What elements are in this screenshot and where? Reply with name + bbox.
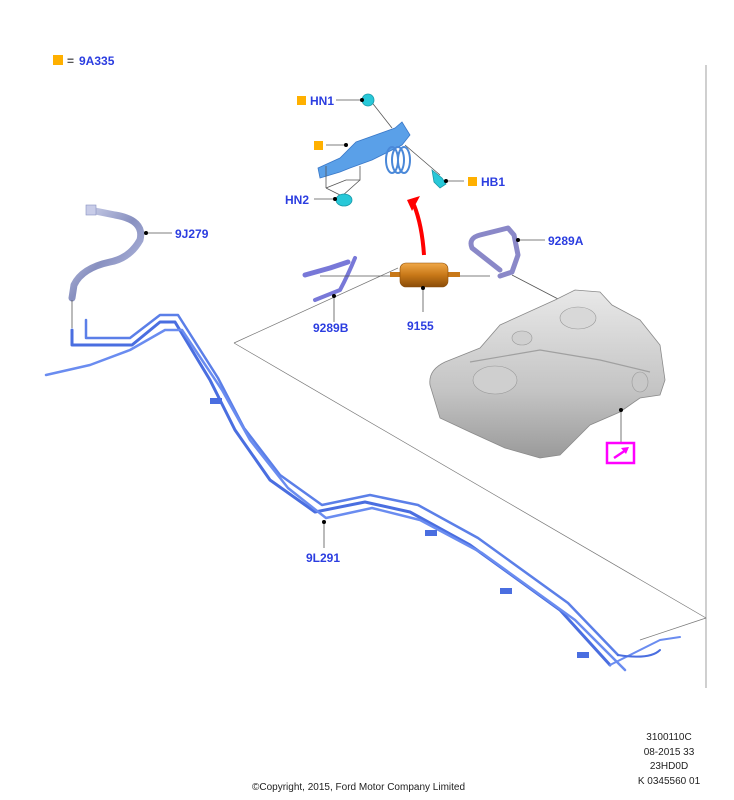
drawing-codes: 3100110C 08-2015 33 23HD0D K 0345560 01 bbox=[614, 731, 724, 789]
copyright-notice: ©Copyright, 2015, Ford Motor Company Lim… bbox=[252, 782, 466, 793]
frame-pipe-line bbox=[639, 617, 707, 641]
frame-top-line bbox=[233, 267, 399, 344]
callout-9j279: 9J279 bbox=[175, 227, 209, 241]
fastener-hn2: HN2 bbox=[285, 179, 361, 207]
arrow-reference-icon[interactable] bbox=[605, 441, 636, 465]
drawing-reference-code: K 0345560 01 bbox=[637, 775, 701, 787]
callout-hn1: HN1 bbox=[310, 94, 334, 108]
bracket-assembly: HN1 HN2 HB1 bbox=[285, 93, 505, 207]
legend-part-number: 9A335 bbox=[79, 54, 115, 68]
fuel-filter-9155: 9155 bbox=[390, 262, 490, 333]
callout-9289b: 9289B bbox=[313, 321, 349, 335]
hose-9289a: 9289A bbox=[468, 225, 584, 301]
callout-bracket bbox=[314, 141, 361, 189]
fuel-tank bbox=[429, 289, 666, 459]
hose-9289b: 9289B bbox=[302, 256, 398, 335]
drawing-code: 3100110C bbox=[646, 732, 692, 743]
legend: = 9A335 bbox=[53, 54, 115, 68]
callout-hn2: HN2 bbox=[285, 193, 309, 207]
filler-pipe-9j279: 9J279 bbox=[68, 204, 209, 328]
frame-lines bbox=[233, 65, 707, 688]
drawing-date-code: 08-2015 33 bbox=[643, 746, 695, 758]
callout-9289a: 9289A bbox=[548, 234, 584, 248]
callout-9155: 9155 bbox=[407, 319, 434, 333]
bolt-hb1: HB1 bbox=[431, 169, 505, 189]
drawing-model-code: 23HD0D bbox=[649, 761, 689, 772]
callout-9l291: 9L291 bbox=[306, 551, 340, 565]
spring-coil bbox=[385, 146, 411, 174]
fuel-lines-9l291: 9L291 bbox=[44, 313, 681, 672]
legend-equals: = bbox=[67, 54, 74, 68]
callout-hb1: HB1 bbox=[481, 175, 505, 189]
bracket bbox=[317, 121, 411, 179]
fastener-hn1: HN1 bbox=[297, 93, 375, 108]
legend-orange-square bbox=[53, 55, 63, 65]
frame-bottom-line bbox=[233, 342, 707, 619]
direction-arrow-icon bbox=[407, 196, 426, 256]
